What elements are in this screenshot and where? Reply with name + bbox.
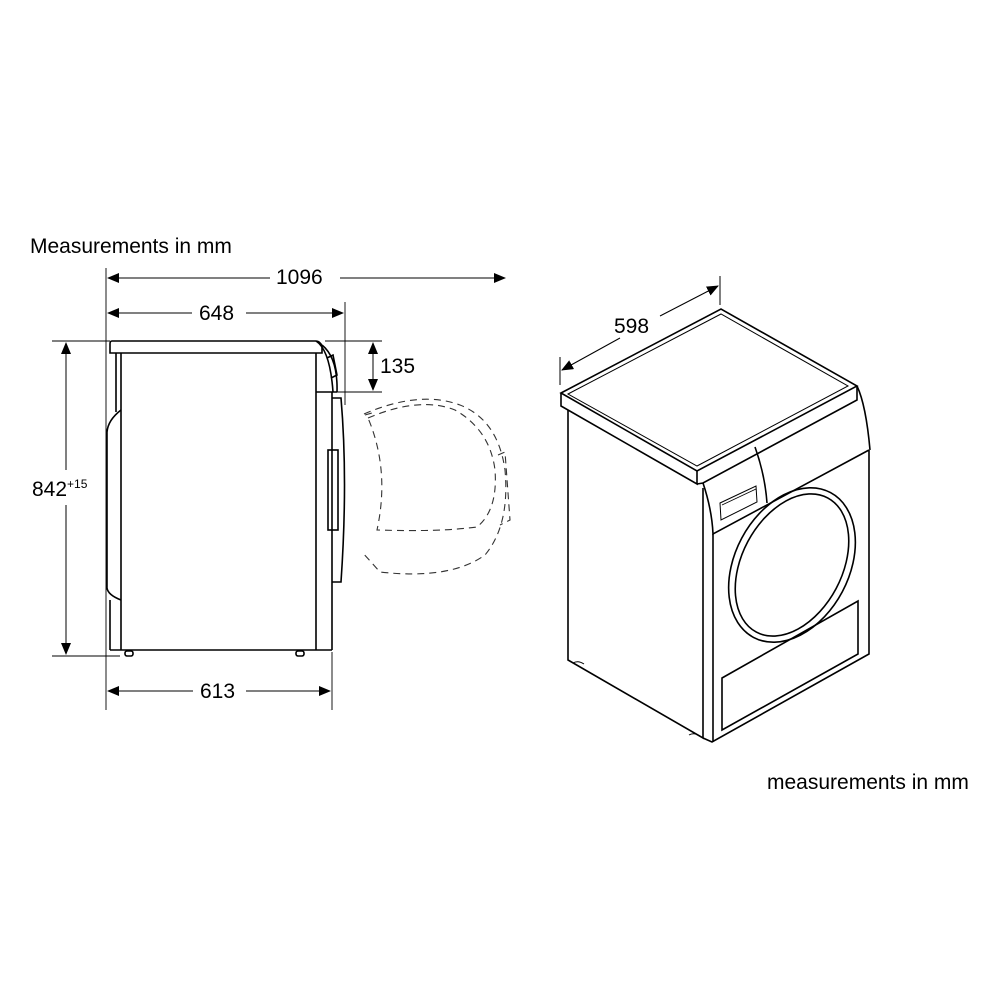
iso-door-outer [727,487,857,643]
foot-front [295,650,305,657]
dimension-body-depth: 613 [196,681,240,702]
side-top-lid [109,340,323,354]
iso-left-face [567,410,704,740]
iso-view [559,276,871,743]
open-door-outline [361,398,511,575]
dimension-width: 598 [614,315,650,338]
dimension-depth: 648 [195,303,239,324]
height-tolerance: +15 [67,477,88,491]
iso-door-inner [734,493,850,637]
height-value: 842 [32,478,68,501]
dimension-total-depth: 1096 [272,267,327,288]
width-dimension [559,276,721,385]
foot-back [124,650,134,657]
dimension-height: 842+15 [32,476,88,502]
display-window [719,485,758,521]
measurements-title-right: measurements in mm [767,771,969,794]
dimension-panel-depth: 135 [380,355,416,378]
measurements-title-left: Measurements in mm [30,235,232,258]
dimension-lines [61,273,506,696]
iso-top [559,308,859,472]
side-view [52,268,506,710]
kickplate [721,599,859,732]
extension-lines [52,268,382,710]
